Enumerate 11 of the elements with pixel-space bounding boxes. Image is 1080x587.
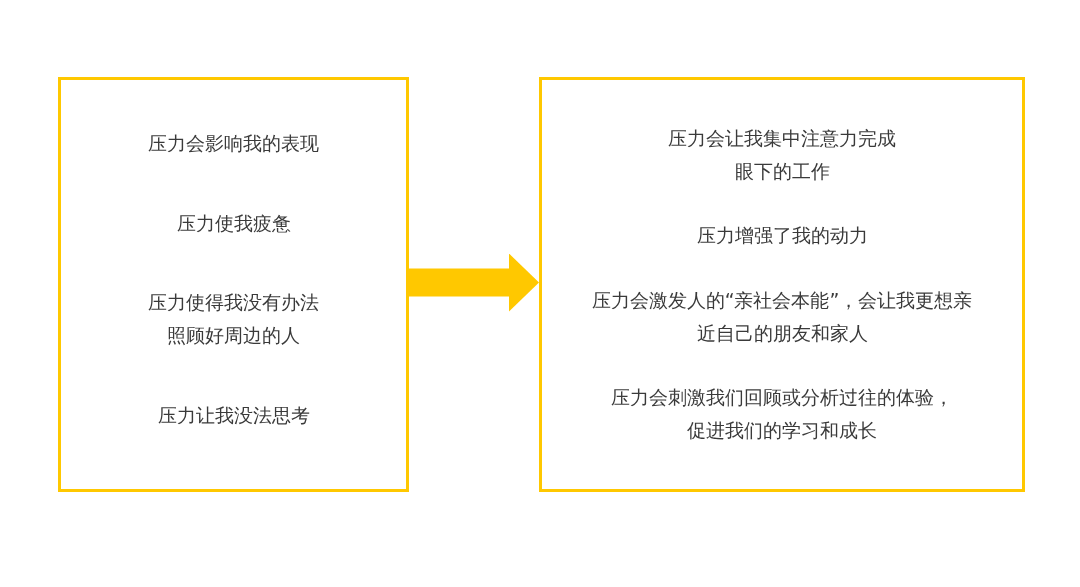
statement-text: 压力使我疲惫	[176, 210, 291, 236]
statement-text: 压力使得我没有办法照顾好周边的人	[147, 290, 320, 349]
text-panel	[539, 77, 1025, 492]
statement-text: 压力会影响我的表现	[148, 130, 319, 156]
statement-text: 压力会让我集中注意力完成眼下的工作	[667, 125, 897, 184]
statement-text: 压力会激发人的“亲社会本能”，会让我更想亲近自己的朋友和家人	[590, 287, 974, 346]
statement-text: 压力会刺激我们回顾或分析过往的体验，促进我们的学习和成长	[610, 385, 954, 444]
statement-text: 压力增强了我的动力	[696, 223, 868, 249]
block-arrow	[409, 253, 539, 312]
text-panel	[58, 77, 409, 492]
statement-text: 压力让我没法思考	[157, 403, 310, 429]
